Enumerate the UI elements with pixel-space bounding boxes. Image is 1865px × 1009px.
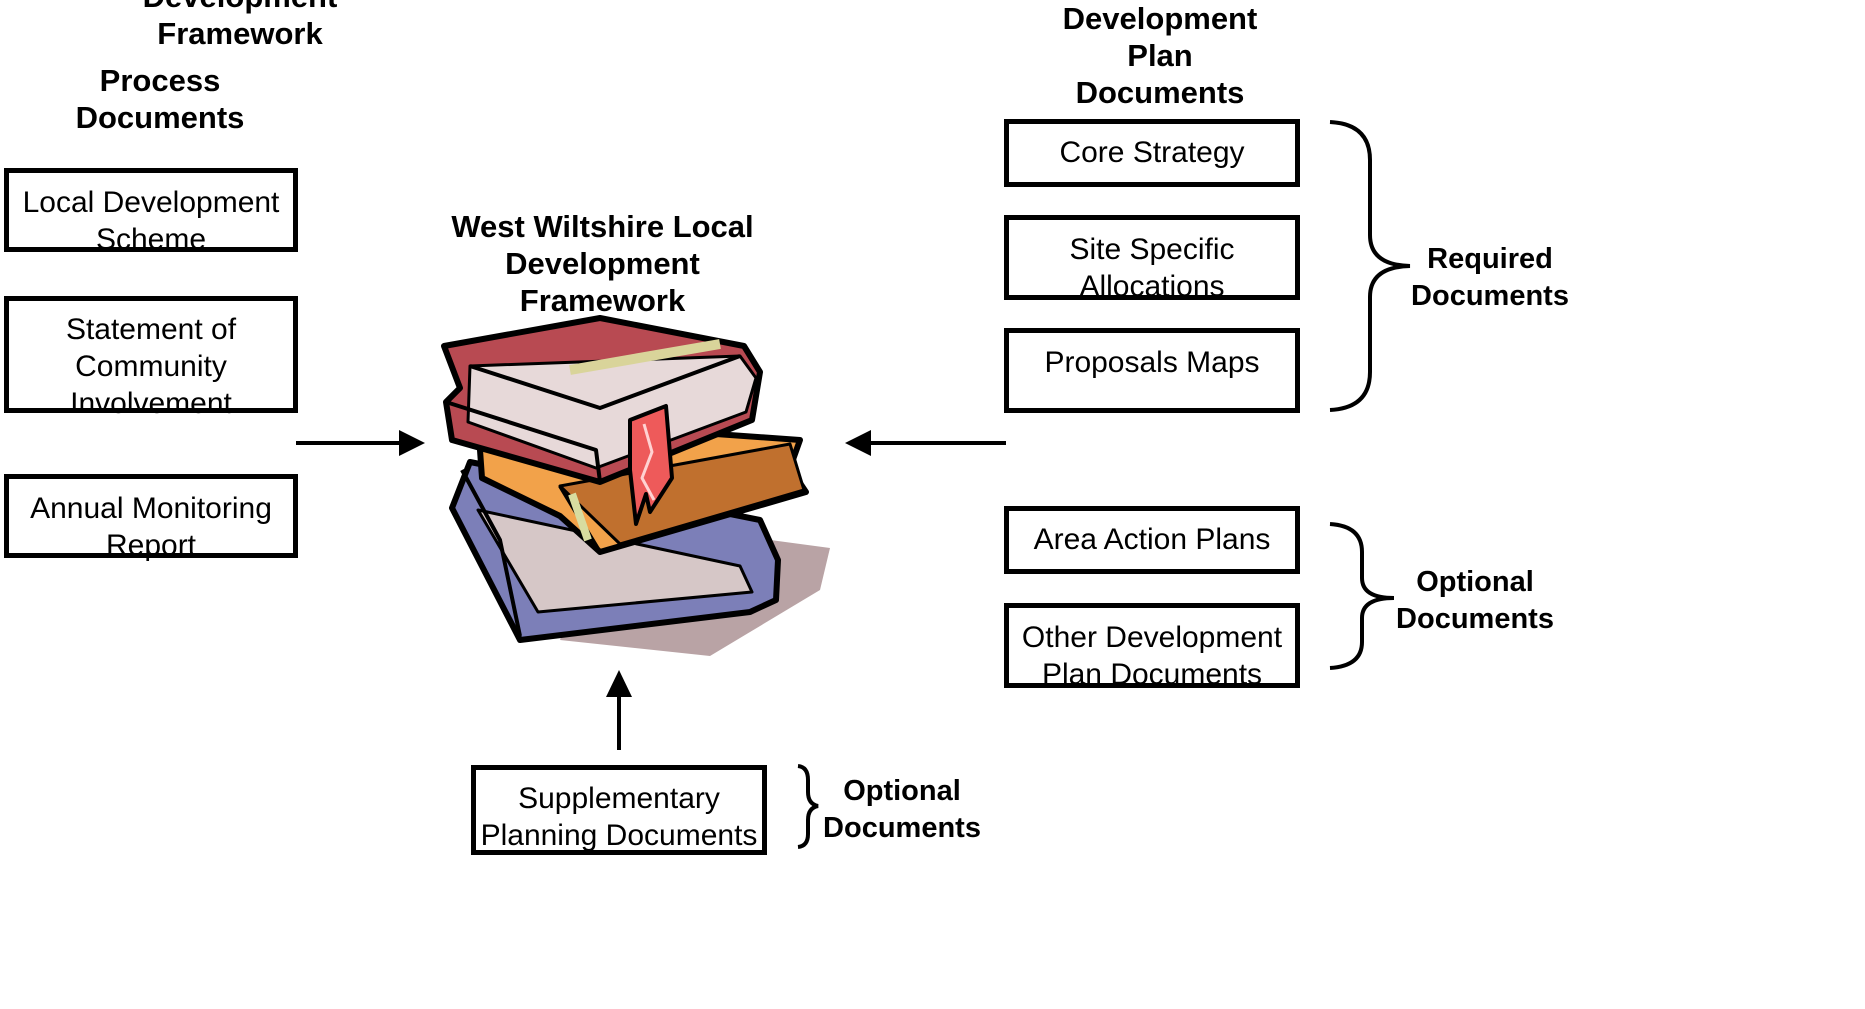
arrow-from-process-documents xyxy=(296,430,425,456)
arrow-from-development-plan-documents xyxy=(845,430,1006,456)
optional-documents-bracket-bottom xyxy=(797,764,819,849)
optional-documents-bracket-right xyxy=(1329,522,1395,670)
required-documents-label: Required Documents xyxy=(1411,243,1569,312)
cut-off-framework-heading: Development Framework xyxy=(143,0,338,51)
local-development-scheme-label: Local Development Scheme xyxy=(22,186,280,256)
supplementary-planning-documents-label: Supplementary Planning Documents xyxy=(480,782,758,852)
other-development-plan-documents-box: Other Development Plan Documents xyxy=(1004,603,1300,691)
other-development-plan-documents-label: Other Development Plan Documents xyxy=(1021,621,1283,691)
core-strategy-label: Core Strategy xyxy=(1059,136,1245,169)
statement-of-community-involvement-box: Statement of Community Involvement xyxy=(4,296,298,420)
area-action-plans-box: Area Action Plans xyxy=(1004,506,1300,574)
required-documents-bracket xyxy=(1329,120,1411,412)
proposals-maps-label: Proposals Maps xyxy=(1044,346,1260,379)
process-documents-heading: Process Documents xyxy=(75,63,245,135)
development-plan-documents-heading: Development Plan Documents xyxy=(1062,1,1258,110)
annual-monitoring-report-box: Annual Monitoring Report xyxy=(4,474,298,562)
optional-documents-label-right: Optional Documents xyxy=(1396,566,1554,635)
statement-of-community-involvement-label: Statement of Community Involvement xyxy=(65,313,237,420)
optional-documents-label-bottom: Optional Documents xyxy=(823,775,981,844)
stack-of-books-icon xyxy=(441,315,830,656)
site-specific-allocations-box: Site Specific Allocations xyxy=(1004,215,1300,303)
ldf-title: West Wiltshire Local Development Framewo… xyxy=(451,209,754,318)
site-specific-allocations-label: Site Specific Allocations xyxy=(1069,233,1235,303)
area-action-plans-label: Area Action Plans xyxy=(1033,523,1271,556)
supplementary-planning-documents-box: Supplementary Planning Documents xyxy=(471,765,767,855)
local-development-scheme-box: Local Development Scheme xyxy=(4,168,298,256)
core-strategy-box: Core Strategy xyxy=(1004,119,1300,187)
arrow-from-supplementary-documents xyxy=(606,670,632,750)
annual-monitoring-report-label: Annual Monitoring Report xyxy=(30,492,272,562)
proposals-maps-box: Proposals Maps xyxy=(1004,328,1300,413)
